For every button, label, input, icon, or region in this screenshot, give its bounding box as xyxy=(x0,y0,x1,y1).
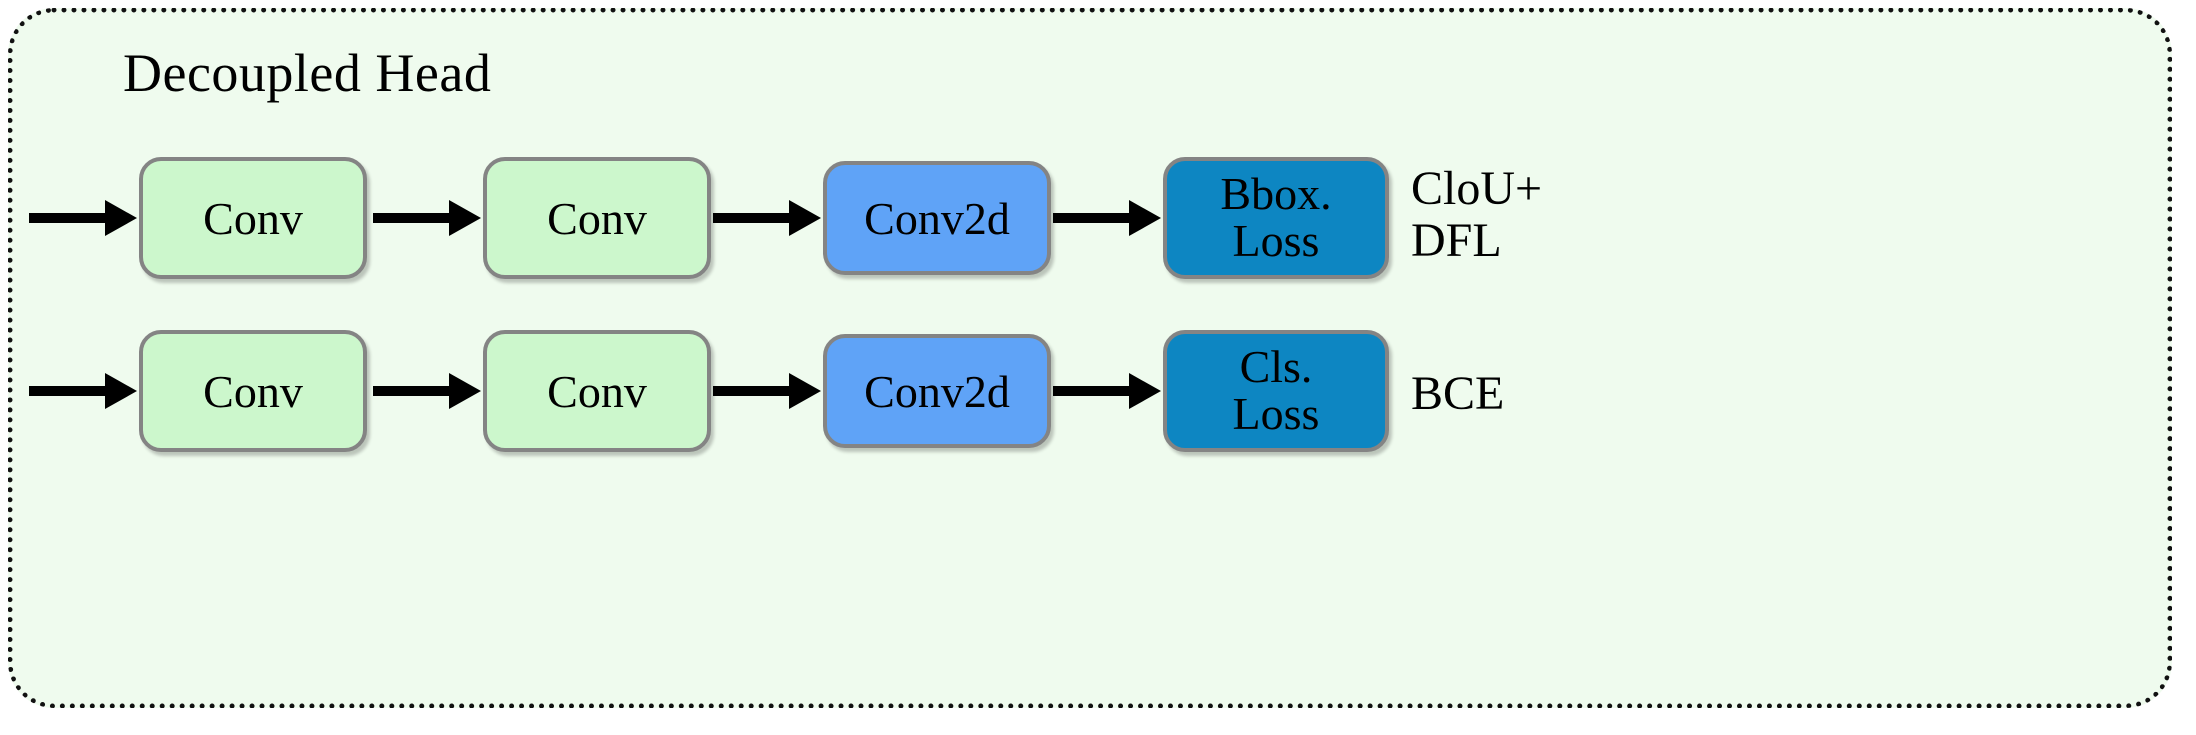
arrow-input-cls xyxy=(29,373,137,409)
node-bbox-loss-line2: Loss xyxy=(1232,215,1320,266)
node-cls-loss-line2: Loss xyxy=(1232,388,1320,439)
node-cls-loss-line1: Cls. xyxy=(1239,341,1313,393)
node-conv-1-bbox[interactable]: Conv xyxy=(139,157,367,279)
node-conv2d-cls[interactable]: Conv2d xyxy=(823,334,1051,448)
node-conv-1-cls[interactable]: Conv xyxy=(139,330,367,452)
loss-function-label-cls: BCE xyxy=(1411,368,1504,420)
branch-bbox: Conv Conv Conv2d Bbox. Loss CloU+ DFL xyxy=(13,155,2177,281)
arrow-conv2-to-conv2d-bbox xyxy=(713,200,821,236)
loss-function-bbox-line1: CloU+ xyxy=(1411,162,1543,215)
branch-cls: Conv Conv Conv2d Cls. Loss BCE xyxy=(13,328,2177,454)
node-conv-2-bbox[interactable]: Conv xyxy=(483,157,711,279)
node-bbox-loss-line1: Bbox. xyxy=(1220,168,1332,220)
arrow-conv2d-to-loss-cls xyxy=(1053,373,1161,409)
arrow-input-bbox xyxy=(29,200,137,236)
loss-function-bbox-line2: DFL xyxy=(1411,213,1502,267)
arrow-conv2d-to-loss-bbox xyxy=(1053,200,1161,236)
decoupled-head-container: Decoupled Head Conv Conv Conv2d Bbox. Lo… xyxy=(8,8,2172,708)
loss-function-cls-line1: BCE xyxy=(1411,367,1505,420)
arrow-conv2-to-conv2d-cls xyxy=(713,373,821,409)
node-conv-2-cls[interactable]: Conv xyxy=(483,330,711,452)
loss-function-label-bbox: CloU+ DFL xyxy=(1411,163,1542,267)
arrow-conv1-to-conv2-cls xyxy=(373,373,481,409)
page-title: Decoupled Head xyxy=(123,43,492,103)
node-bbox-loss[interactable]: Bbox. Loss xyxy=(1163,157,1389,279)
node-conv2d-bbox[interactable]: Conv2d xyxy=(823,161,1051,275)
node-cls-loss[interactable]: Cls. Loss xyxy=(1163,330,1389,452)
arrow-conv1-to-conv2-bbox xyxy=(373,200,481,236)
